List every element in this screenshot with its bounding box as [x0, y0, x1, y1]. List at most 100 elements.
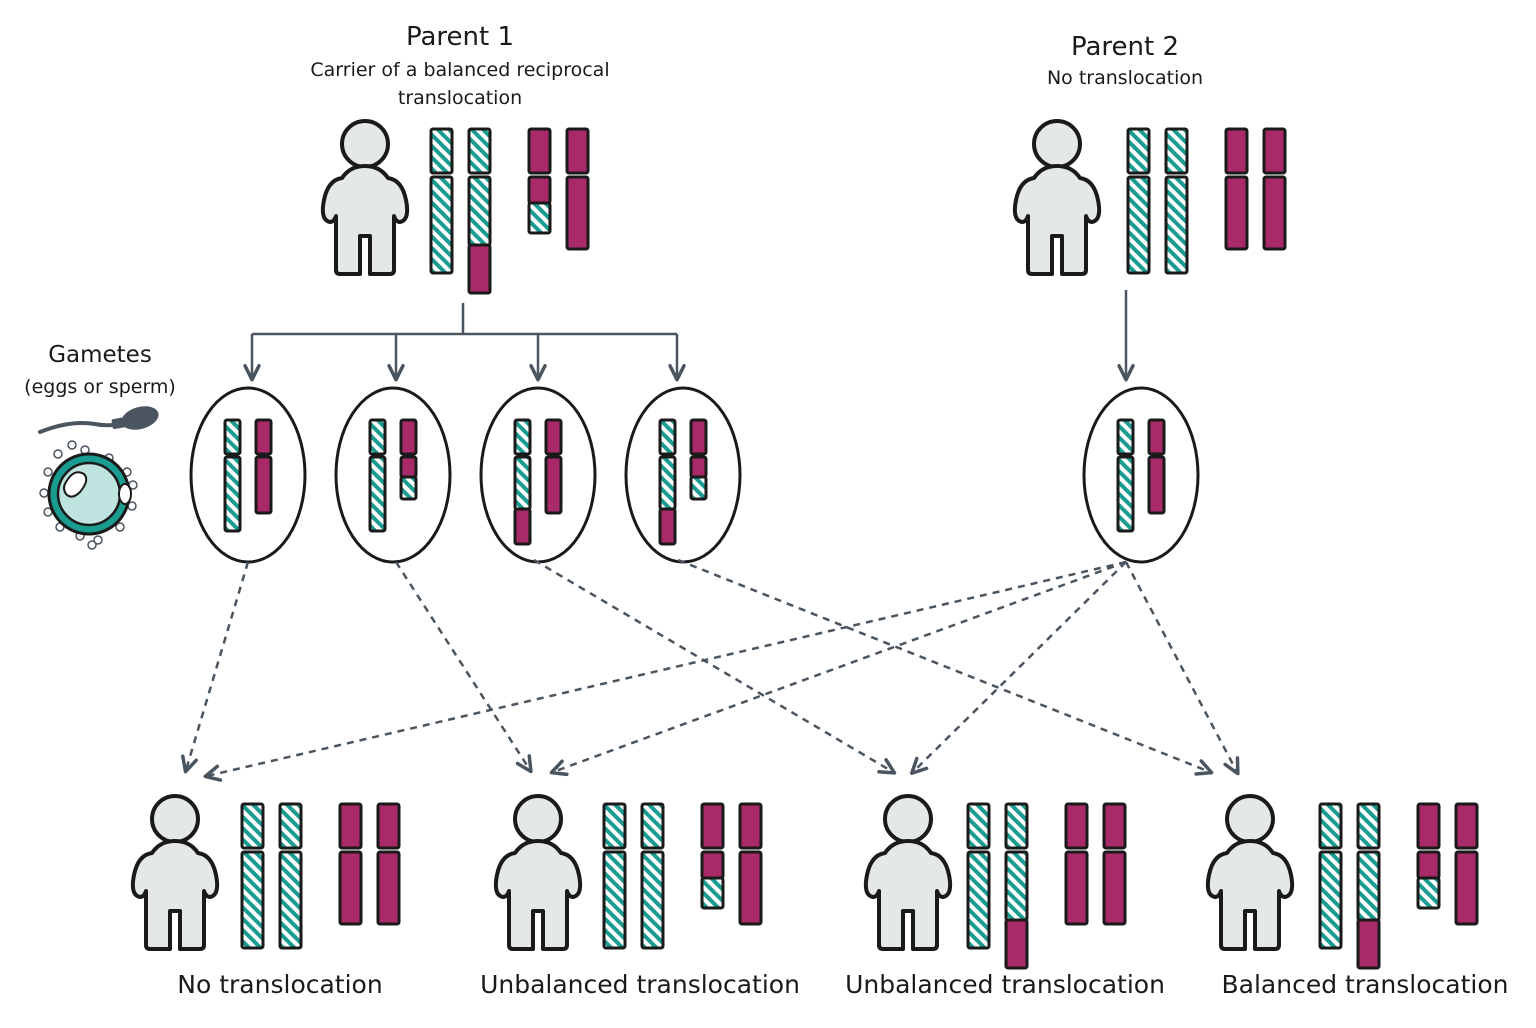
parent2-chr2a-seg1 [1224, 127, 1249, 175]
offspring-label-3: Unbalanced translocation [845, 970, 1165, 999]
parent2-chr1b-seg2 [1164, 175, 1189, 275]
parent2-person-icon [1012, 119, 1102, 276]
parent1-chr2a-seg1 [527, 127, 552, 175]
gamete-ellipse-3 [479, 386, 597, 564]
offspring2-chr2a-seg1 [700, 802, 725, 850]
offspring4-chr2b-seg2 [1454, 850, 1479, 926]
gamete-ellipse-parent2 [1082, 386, 1200, 564]
parent1-chr1b-seg2 [467, 175, 492, 247]
parent1-title: Parent 1 [405, 22, 515, 52]
offspring2-chr1b-seg1 [640, 802, 665, 850]
offspring4-person-icon [1205, 794, 1295, 951]
offspring3-chr1a-seg2 [966, 850, 991, 950]
parent1-chr2a-seg3 [527, 201, 552, 235]
parent2-subtitle: No translocation [1046, 67, 1204, 89]
gamete2-chrM-seg2 [399, 455, 418, 479]
offspring-label-2: Unbalanced translocation [480, 970, 800, 999]
offspring1-chr2a-seg2 [338, 850, 363, 926]
offspring4-chr1a-seg2 [1318, 850, 1343, 950]
parent2-title: Parent 2 [1070, 32, 1180, 62]
parent1-subtitle-line2: translocation [397, 87, 523, 109]
offspring1-chr1a-seg1 [240, 802, 265, 850]
parent2-chr2a-seg2 [1224, 175, 1249, 251]
gamete-ellipse-2 [334, 386, 452, 564]
gamete-ellipse-4 [624, 386, 742, 564]
gamete2-chrM-seg3 [399, 475, 418, 501]
offspring1-chr1a-seg2 [240, 850, 265, 950]
parent1-person-icon [320, 119, 410, 276]
gamete-parent2-chrT-seg2 [1116, 455, 1135, 533]
gamete3-chrM-seg2 [544, 455, 563, 515]
offspring3-chr2b-seg1 [1102, 802, 1127, 850]
fertilisation-arrows [181, 558, 1240, 782]
gamete2-chrT-seg2 [368, 455, 387, 533]
gamete1-chrT-seg2 [223, 455, 242, 533]
offspring3-chr1b-seg2 [1004, 850, 1029, 922]
gamete4-chrT-seg3 [658, 507, 677, 546]
offspring1-chr2a-seg1 [338, 802, 363, 850]
parent2-chr2b-seg2 [1262, 175, 1287, 251]
gamete-parent2-chrM-seg1 [1147, 418, 1166, 456]
offspring3-chr2a-seg2 [1064, 850, 1089, 926]
parent2-chr1a-seg1 [1126, 127, 1151, 175]
offspring2-chr2b-seg1 [738, 802, 763, 850]
offspring4-chr1b-seg2 [1356, 850, 1381, 922]
chromosomes [223, 127, 1479, 970]
parent1-chr2a-seg2 [527, 175, 552, 205]
egg-icon [39, 440, 138, 550]
offspring2-person-icon [493, 794, 583, 951]
gamete-parent2-chrT-seg1 [1116, 418, 1135, 456]
parent1-chr2b-seg2 [565, 175, 590, 251]
offspring3-chr1b-seg1 [1004, 802, 1029, 850]
gamete2-chrT-seg1 [368, 418, 387, 456]
gamete3-chrM-seg1 [544, 418, 563, 456]
parent1-chr2b-seg1 [565, 127, 590, 175]
gamete1-chrM-seg2 [254, 455, 273, 515]
offspring3-person-icon [863, 794, 953, 951]
gametes-subtitle: (eggs or sperm) [24, 376, 176, 398]
offspring1-chr1b-seg2 [278, 850, 303, 950]
offspring1-chr2b-seg1 [376, 802, 401, 850]
offspring1-chr2b-seg2 [376, 850, 401, 926]
offspring2-chr1a-seg2 [602, 850, 627, 950]
gamete-parent2-chrM-seg2 [1147, 455, 1166, 515]
offspring4-chr2a-seg3 [1416, 876, 1441, 910]
gamete-ellipse-1 [189, 386, 307, 564]
offspring1-person-icon [130, 794, 220, 951]
offspring2-chr1b-seg2 [640, 850, 665, 950]
gamete4-chrT-seg2 [658, 455, 677, 511]
offspring2-chr1a-seg1 [602, 802, 627, 850]
gamete3-chrT-seg3 [513, 507, 532, 546]
parent1-to-gametes-connector [243, 303, 686, 382]
offspring-label-1: No translocation [177, 970, 383, 999]
offspring4-chr1b-seg3 [1356, 918, 1381, 970]
parent2-chr2b-seg1 [1262, 127, 1287, 175]
gamete1-chrM-seg1 [254, 418, 273, 456]
offspring3-chr1b-seg3 [1004, 918, 1029, 970]
parent2-chr1a-seg2 [1126, 175, 1151, 275]
parent1-chr1b-seg1 [467, 127, 492, 175]
offspring4-chr2a-seg2 [1416, 850, 1441, 880]
parent1-chr1b-seg3 [467, 243, 492, 295]
offspring4-chr2a-seg1 [1416, 802, 1441, 850]
offspring2-chr2a-seg3 [700, 876, 725, 910]
gamete3-chrT-seg1 [513, 418, 532, 456]
offspring1-chr1b-seg1 [278, 802, 303, 850]
gamete2-chrM-seg1 [399, 418, 418, 456]
gametes-title: Gametes [48, 342, 152, 368]
offspring3-chr1a-seg1 [966, 802, 991, 850]
offspring3-chr2b-seg2 [1102, 850, 1127, 926]
parent1-subtitle-line1: Carrier of a balanced reciprocal [310, 59, 610, 81]
parent1-chr1a-seg1 [429, 127, 454, 175]
gamete3-chrT-seg2 [513, 455, 532, 511]
gamete4-chrT-seg1 [658, 418, 677, 456]
offspring2-chr2b-seg2 [738, 850, 763, 926]
parent2-chr1b-seg1 [1164, 127, 1189, 175]
offspring4-chr1a-seg1 [1318, 802, 1343, 850]
gamete4-chrM-seg1 [689, 418, 708, 456]
parent1-chr1a-seg2 [429, 175, 454, 275]
gamete4-chrM-seg2 [689, 455, 708, 479]
offspring4-chr1b-seg1 [1356, 802, 1381, 850]
offspring4-chr2b-seg1 [1454, 802, 1479, 850]
